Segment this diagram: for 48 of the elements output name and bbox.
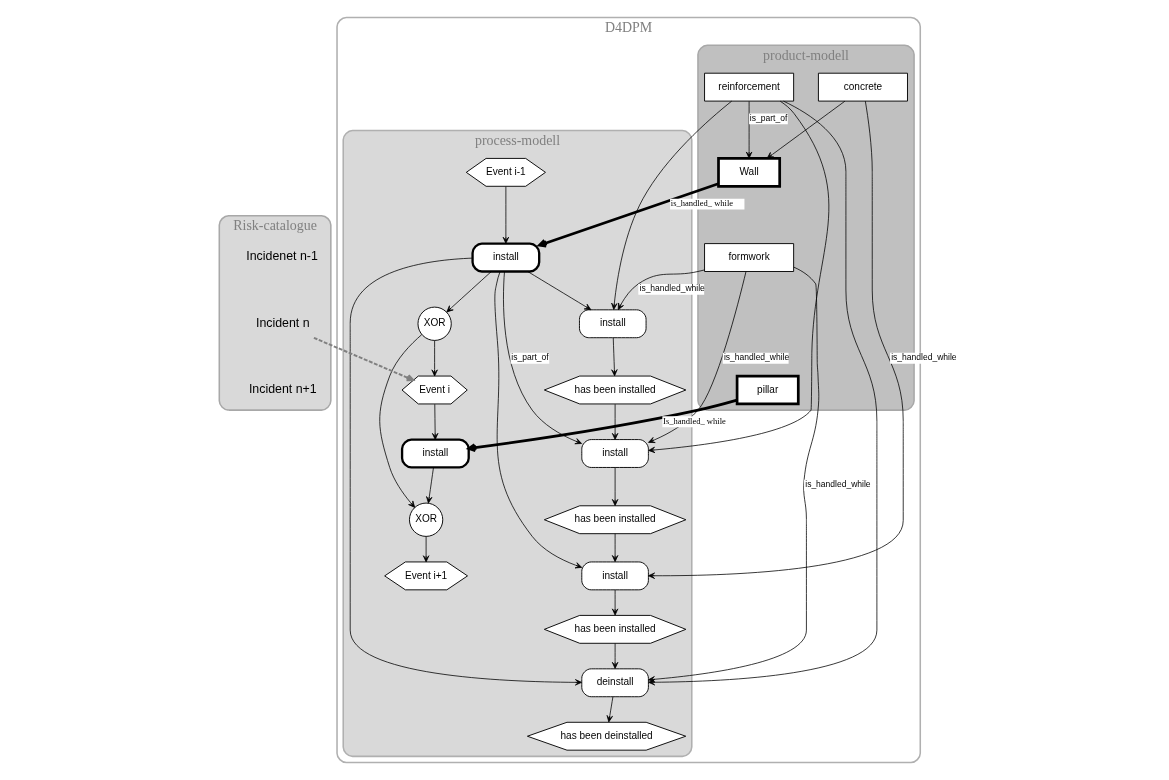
node-box: Wall <box>717 157 782 188</box>
edge-label: is_handled_while <box>723 352 790 363</box>
node-box: install <box>581 439 649 468</box>
arrow <box>648 100 904 579</box>
arrow <box>527 271 592 311</box>
arrow <box>611 589 619 616</box>
arrow <box>648 266 820 683</box>
arrow <box>422 536 430 563</box>
arrow <box>648 100 878 686</box>
node-box: formwork <box>704 243 795 272</box>
arrow <box>349 257 582 686</box>
edge-label: is_handled_while <box>639 283 705 294</box>
arrow <box>494 271 583 569</box>
arrow <box>312 336 415 382</box>
arrow <box>606 696 614 723</box>
node-box: deinstall <box>581 668 649 698</box>
node-text: Incident n <box>255 315 310 330</box>
arrow <box>503 271 582 445</box>
arrow <box>611 533 619 563</box>
arrow <box>379 334 423 508</box>
arrow <box>432 403 439 440</box>
node-box: install <box>400 438 470 469</box>
arrow <box>446 271 492 313</box>
node-box: concrete <box>817 72 908 102</box>
arrow <box>611 643 619 669</box>
arrow <box>611 100 733 310</box>
arrow <box>766 100 846 159</box>
arrow <box>611 467 619 506</box>
node-box: pillar <box>735 374 800 406</box>
arrow <box>648 271 747 443</box>
arrow <box>426 467 434 504</box>
node-box: install <box>471 242 541 273</box>
arrow <box>537 182 719 248</box>
edge-label: is_handled_while <box>805 479 871 490</box>
arrow <box>648 100 830 454</box>
node-text: Incidenet n-1 <box>246 249 318 264</box>
arrow <box>611 403 619 440</box>
edge-label: is_handled_while <box>891 352 957 363</box>
node-text: Incident n+1 <box>248 381 317 396</box>
node-box: reinforcement <box>704 72 795 102</box>
arrow <box>502 186 510 244</box>
edge-label: is_part_of <box>511 352 549 363</box>
arrow <box>431 340 438 377</box>
node-box: install <box>581 561 649 591</box>
arrow <box>611 337 618 377</box>
edge-label: is_part_of <box>749 113 788 124</box>
arrow <box>745 100 753 159</box>
node-box: install <box>579 309 647 339</box>
